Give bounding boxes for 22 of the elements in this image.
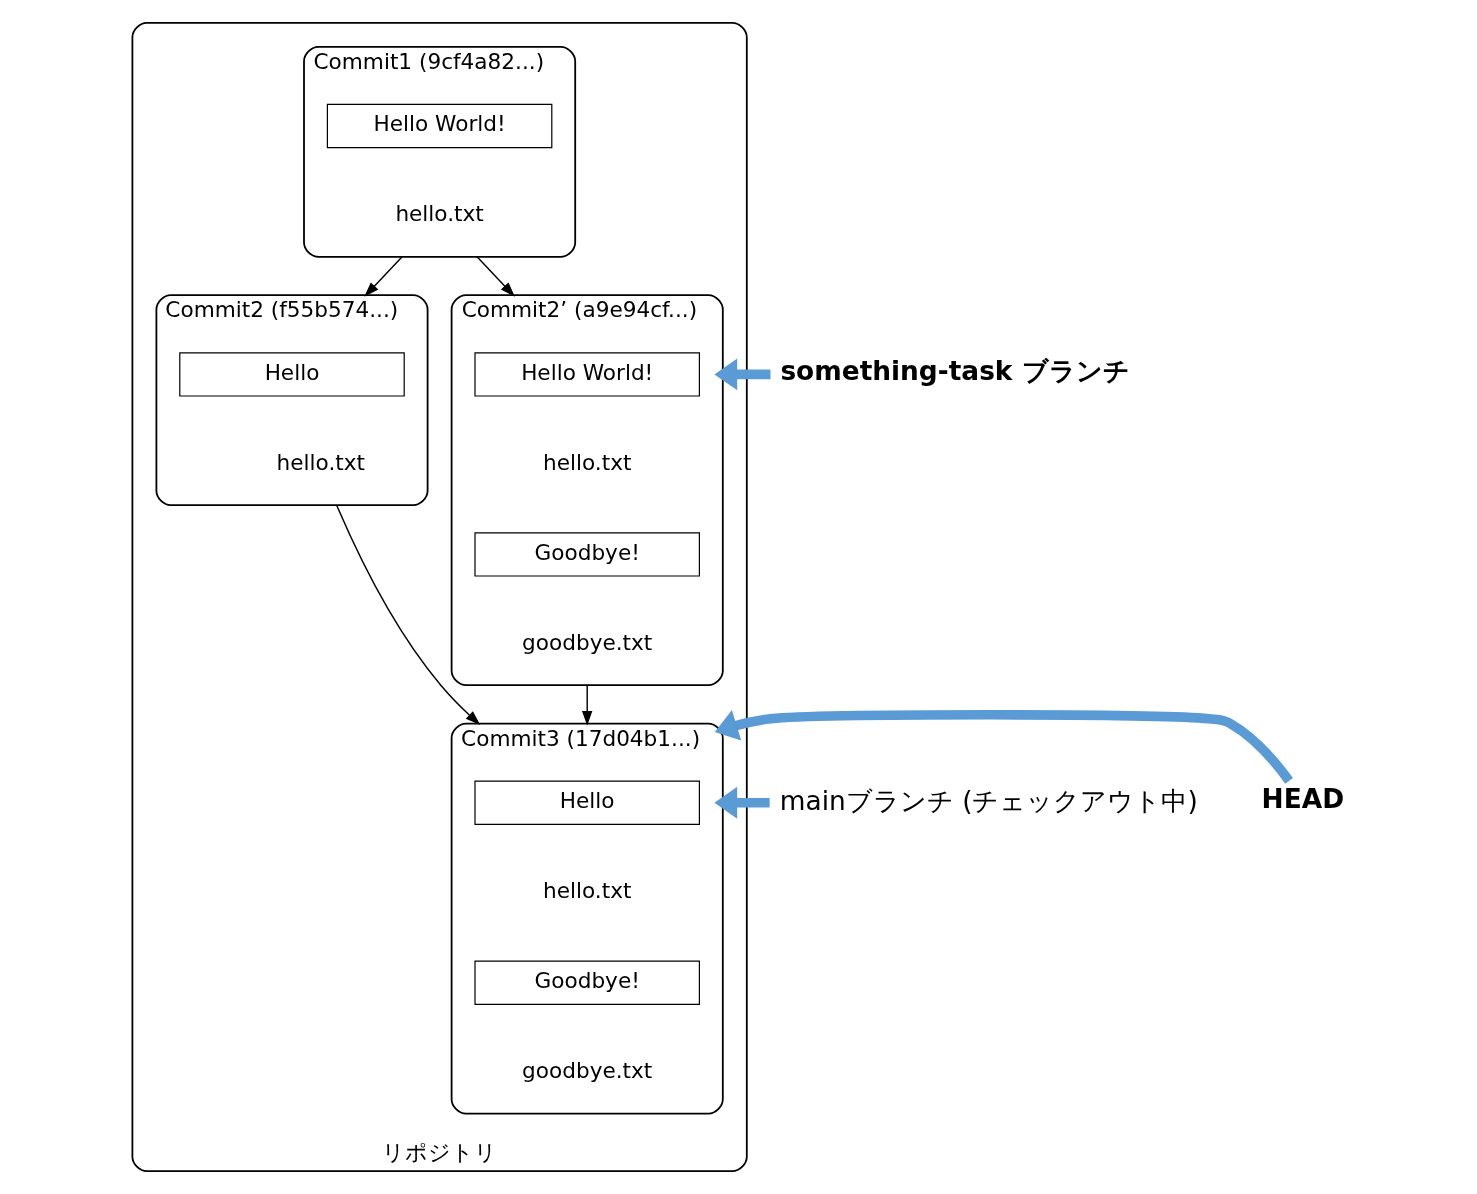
arrow (475, 256, 515, 297)
node-label: hello.txt (394, 201, 484, 227)
node-label: goodbye.txt (521, 629, 652, 655)
arrow (363, 256, 403, 297)
node-box: Goodbye! (473, 960, 700, 1005)
node-label: goodbye.txt (521, 1058, 652, 1084)
arrow (335, 504, 480, 726)
arrow (714, 710, 1293, 784)
node-text: mainブランチ (チェックアウト中) (779, 784, 1198, 816)
node-box: Hello World! (473, 352, 700, 397)
node-text: HEAD (1261, 783, 1344, 815)
node-box: Goodbye! (473, 532, 700, 577)
node-label: hello.txt (542, 878, 631, 904)
arrow (713, 358, 770, 391)
arrow (581, 684, 592, 726)
arrow (713, 786, 770, 819)
node-label: hello.txt (542, 449, 631, 475)
node-box: Hello (473, 780, 700, 825)
node-text: something-task ブランチ (779, 354, 1130, 386)
node-box: Hello (178, 352, 405, 397)
node-label: hello.txt (276, 449, 365, 475)
node-box: Hello World! (326, 103, 552, 149)
